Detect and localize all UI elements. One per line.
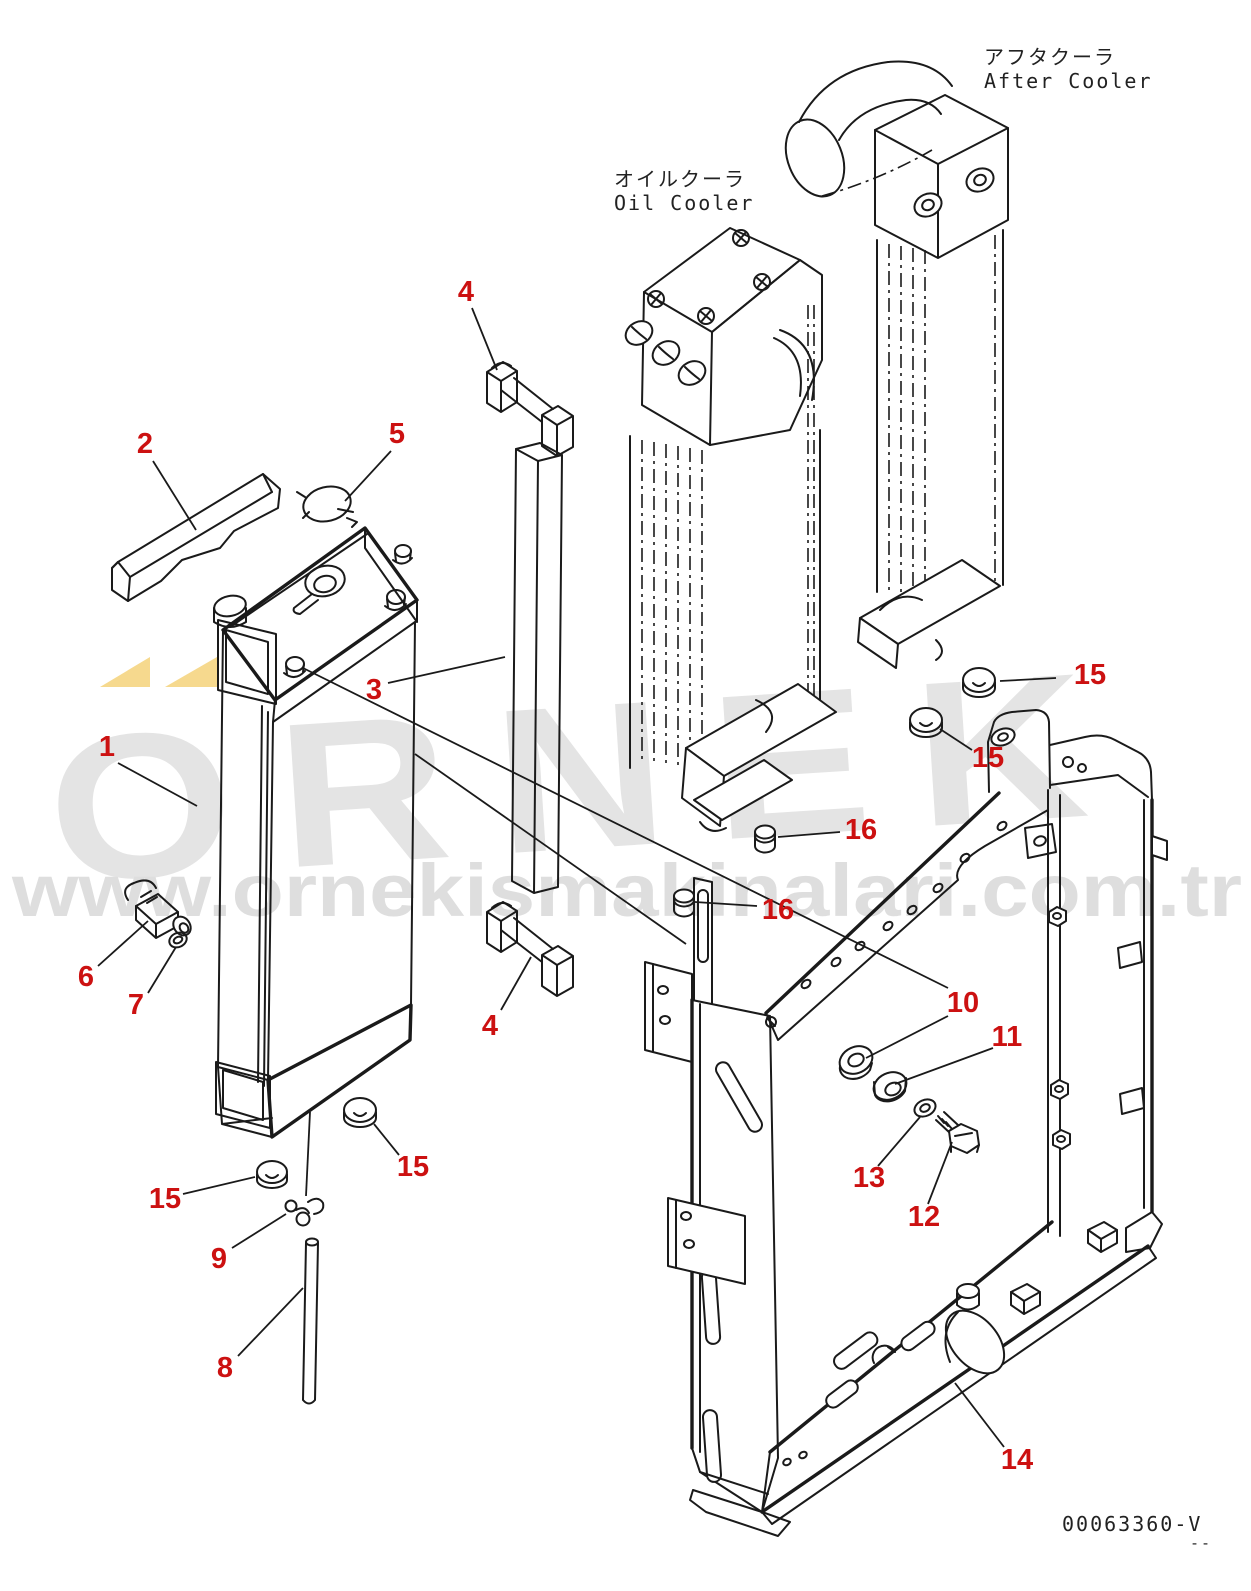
part-6-drain-valve	[124, 879, 192, 939]
callout-4a[interactable]: 4	[458, 276, 474, 308]
callout-2[interactable]: 2	[137, 428, 153, 460]
oil-cooler	[624, 227, 837, 832]
callout-1[interactable]: 1	[99, 731, 115, 763]
frame-beam-cube-nut	[1010, 1221, 1118, 1315]
callout-8[interactable]: 8	[217, 1352, 233, 1384]
callout-9[interactable]: 9	[211, 1243, 227, 1275]
callout-15b[interactable]: 15	[972, 742, 1004, 774]
callout-5[interactable]: 5	[389, 418, 405, 450]
callout-15d[interactable]: 15	[397, 1151, 429, 1183]
part-15-grommets	[256, 667, 996, 1189]
after-cooler-label-jp: アフタクーラ	[984, 45, 1116, 69]
callout-16a[interactable]: 16	[845, 814, 877, 846]
part-9-clamp	[284, 1197, 325, 1227]
oil-cooler-label-en: Oil Cooler	[614, 191, 754, 215]
part-11-nut	[872, 1071, 908, 1103]
frame-channel-nuts	[1048, 906, 1071, 1150]
part-16-bushings	[673, 824, 776, 918]
callout-7[interactable]: 7	[128, 989, 144, 1021]
component-labels: アフタクーラ After Cooler オイルクーラ Oil Cooler	[614, 45, 1153, 215]
frame-beam-holes	[800, 820, 1008, 990]
after-cooler-label-en: After Cooler	[984, 69, 1153, 93]
part-12-bolt	[935, 1111, 980, 1154]
callout-10[interactable]: 10	[947, 987, 979, 1019]
assembly-alignment-lines	[302, 667, 949, 1197]
drawing-number: 00063360-V	[1062, 1512, 1202, 1536]
part-2-upper-bar	[111, 473, 281, 602]
part-8-tube	[302, 1237, 319, 1405]
part-4-bracket-lower	[486, 901, 574, 997]
after-cooler	[784, 60, 1009, 669]
part-13-washer	[913, 1098, 937, 1118]
radiator-pin	[283, 544, 413, 678]
part-1-radiator	[213, 526, 419, 1139]
part-5-cap	[296, 485, 358, 528]
callout-6[interactable]: 6	[78, 961, 94, 993]
callout-15c[interactable]: 15	[149, 1183, 181, 1215]
callout-numbers: 1 2 3 4 4 5 6 7 8 9 10 11 12 13 14 15 15…	[78, 276, 1106, 1476]
oil-cooler-ports	[624, 320, 707, 386]
callout-3[interactable]: 3	[366, 674, 382, 706]
callout-12[interactable]: 12	[908, 1201, 940, 1233]
drawing-number-block: 00063360-V --	[1062, 1512, 1212, 1552]
watermark-url: www.ornekismakinalari.com.tr	[11, 849, 1242, 932]
part-10-washer	[838, 1045, 874, 1080]
watermark-triangle-1	[100, 657, 150, 687]
callout-leaders	[97, 307, 1057, 1448]
callout-16b[interactable]: 16	[762, 894, 794, 926]
part-4-bracket-upper	[486, 361, 574, 457]
callout-11[interactable]: 11	[992, 1021, 1023, 1053]
callout-15a[interactable]: 15	[1074, 659, 1106, 691]
watermark-layer: ORNEK www.ornekismakinalari.com.tr	[11, 627, 1242, 932]
oil-cooler-bolts	[647, 229, 771, 325]
part-7-oring	[168, 931, 188, 949]
callout-13[interactable]: 13	[853, 1162, 885, 1194]
part-3-long-bar	[511, 442, 563, 894]
callout-14[interactable]: 14	[1001, 1444, 1033, 1476]
callout-4b[interactable]: 4	[482, 1010, 498, 1042]
watermark-triangle-2	[165, 657, 217, 687]
after-cooler-bosses	[913, 167, 995, 218]
revision-marks: --	[1190, 1534, 1212, 1552]
oil-cooler-label-jp: オイルクーラ	[614, 167, 746, 191]
part-14-frame	[644, 709, 1168, 1537]
